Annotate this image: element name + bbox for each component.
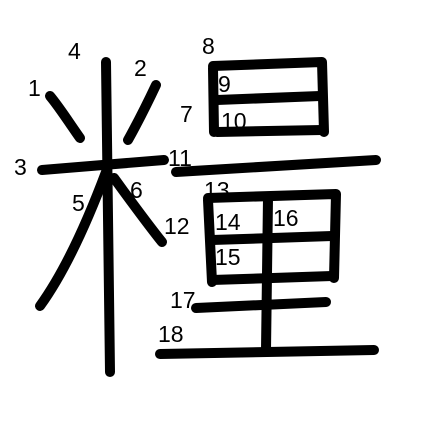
stroke-13	[203, 189, 341, 283]
stroke-number-5: 5	[72, 190, 85, 216]
stroke-number-16: 16	[273, 205, 299, 231]
stroke-number-labels: 1 2 3 4 5 6 7 8 9 10 11 12 13 14 15 16 1…	[14, 33, 299, 347]
stroke-number-4: 4	[68, 38, 81, 64]
stroke-number-9: 9	[218, 71, 231, 97]
stroke-number-18: 18	[158, 321, 184, 347]
stroke-10	[212, 125, 327, 137]
stroke-number-17: 17	[170, 287, 196, 313]
stroke-number-1: 1	[28, 75, 41, 101]
stroke-number-10: 10	[221, 108, 247, 134]
stroke-number-3: 3	[14, 154, 27, 180]
character-strokes	[35, 57, 381, 377]
stroke-2	[123, 80, 161, 145]
stroke-18	[155, 345, 379, 359]
stroke-4	[101, 57, 115, 377]
stroke-number-7: 7	[180, 101, 193, 127]
stroke-number-11: 11	[168, 145, 192, 171]
stroke-9	[212, 91, 325, 105]
stroke-1	[45, 91, 85, 143]
stroke-number-14: 14	[215, 209, 241, 235]
stroke-17	[191, 297, 331, 313]
stroke-number-6: 6	[130, 177, 143, 203]
stroke-11	[171, 155, 381, 177]
stroke-8	[208, 57, 329, 137]
stroke-number-13: 13	[204, 177, 230, 203]
stroke-number-15: 15	[215, 244, 241, 270]
stroke-number-8: 8	[202, 33, 215, 59]
stroke-6	[109, 173, 167, 247]
stroke-number-12: 12	[164, 213, 190, 239]
stroke-5	[35, 167, 111, 311]
stroke-15	[207, 271, 337, 285]
stroke-16	[261, 193, 273, 355]
stroke-number-2: 2	[134, 55, 147, 81]
